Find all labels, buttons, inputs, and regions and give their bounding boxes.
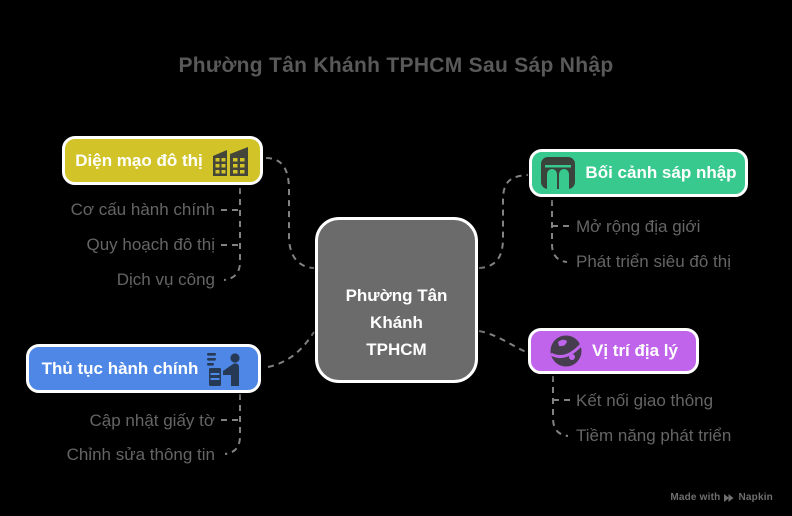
watermark-brand: Napkin	[738, 492, 773, 503]
subitem-co-cau-hanh-chinh[interactable]: Cơ cấu hành chính	[70, 200, 215, 219]
connector-urban-to-center	[265, 157, 315, 269]
branch-label: Diện mạo đô thị	[75, 150, 203, 170]
subitem-tiem-nang-phat-trien[interactable]: Tiềm năng phát triển	[576, 426, 732, 445]
subitem-ket-noi-giao-thong[interactable]: Kết nối giao thông	[576, 391, 714, 410]
center-node[interactable]: Phường Tân Khánh TPHCM	[315, 217, 478, 383]
diagram-title: Phường Tân Khánh TPHCM Sau Sáp Nhập	[178, 54, 614, 77]
service-desk-icon	[207, 351, 245, 387]
connector-center-to-location	[478, 330, 527, 353]
trunk-context-items	[551, 200, 568, 263]
connector-center-to-context	[478, 174, 529, 269]
watermark-prefix: Made with	[670, 492, 721, 503]
napkin-logo-icon	[724, 493, 734, 502]
napkin-watermark[interactable]: Made with Napkin	[670, 492, 773, 503]
subitem-dich-vu-cong[interactable]: Dịch vụ công	[116, 270, 215, 289]
branch-label: Vị trí địa lý	[592, 341, 678, 360]
subitem-quy-hoach-do-thi[interactable]: Quy hoạch đô thị	[86, 235, 215, 254]
branch-node-admin-procedures[interactable]: Thủ tục hành chính	[26, 344, 261, 393]
merge-building-icon	[540, 156, 576, 190]
branch-node-merger-context[interactable]: Bối cảnh sáp nhập	[529, 149, 748, 197]
branch-label: Thủ tục hành chính	[41, 358, 199, 378]
globe-icon	[549, 334, 583, 368]
trunk-location-items	[552, 376, 569, 437]
branch-node-geographic-location[interactable]: Vị trí địa lý	[528, 328, 699, 374]
subitem-cap-nhat-giay-to[interactable]: Cập nhật giấy tờ	[89, 411, 216, 430]
city-buildings-icon	[212, 146, 250, 176]
center-node-line: TPHCM	[366, 340, 427, 359]
center-node-line: Khánh	[370, 313, 423, 332]
branch-label: Bối cảnh sáp nhập	[585, 163, 737, 182]
trunk-urban-items	[223, 188, 241, 281]
subitem-phat-trien-sieu-do-thi[interactable]: Phát triển siêu đô thị	[576, 252, 731, 271]
branch-node-urban-appearance[interactable]: Diện mạo đô thị	[62, 136, 263, 185]
subitem-mo-rong-dia-gioi[interactable]: Mở rộng địa giới	[576, 217, 701, 236]
connector-procedures-to-center	[267, 331, 315, 368]
subitem-chinh-sua-thong-tin[interactable]: Chỉnh sửa thông tin	[66, 445, 215, 464]
trunk-procedures-items	[224, 394, 241, 455]
center-node-line: Phường Tân	[345, 286, 448, 305]
